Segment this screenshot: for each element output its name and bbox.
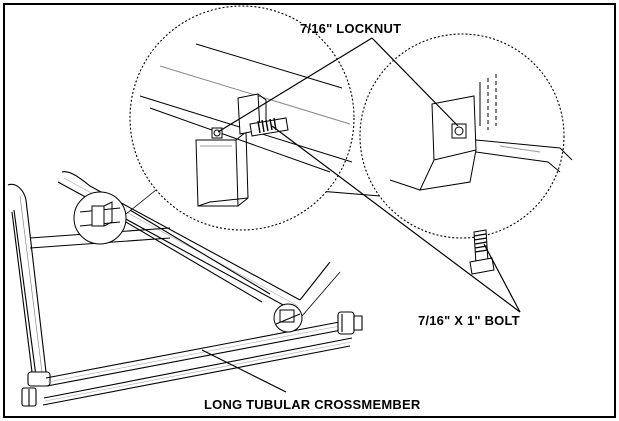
locknut-detail-circle <box>359 33 573 239</box>
frame-assembly <box>7 171 531 407</box>
detail-leader-lines <box>125 189 341 317</box>
left-bottom-clamp <box>21 371 51 407</box>
crossmember-label: LONG TUBULAR CROSSMEMBER <box>204 397 421 412</box>
long-tubular-crossmember <box>42 319 353 406</box>
locknut-label: 7/16" LOCKNUT <box>300 21 402 36</box>
loose-bolt <box>469 229 495 275</box>
callout-leaders <box>201 37 521 393</box>
bolt-label: 7/16" X 1" BOLT <box>418 313 520 328</box>
right-end-bolt <box>337 311 363 335</box>
pivot-detail-circle <box>273 303 303 333</box>
small-detail-circle <box>73 191 127 245</box>
